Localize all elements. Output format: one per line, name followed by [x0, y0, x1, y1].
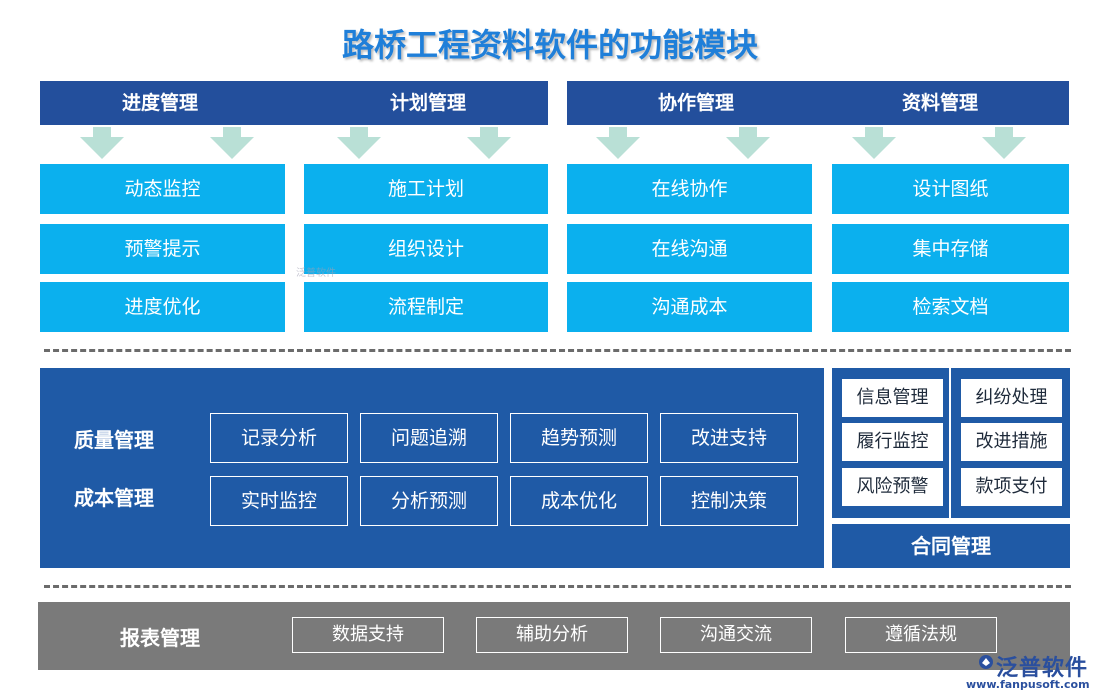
- contract-item: 信息管理: [842, 379, 943, 417]
- quality-item: 记录分析: [210, 413, 348, 463]
- down-arrow-icon: [982, 127, 1026, 159]
- cost-item: 成本优化: [510, 476, 648, 526]
- module-cell: 组织设计: [304, 224, 548, 274]
- contract-divider: [949, 368, 951, 518]
- header-document-management: 资料管理: [901, 92, 978, 114]
- cost-item: 分析预测: [360, 476, 498, 526]
- brand-watermark: 泛普软件: [996, 656, 1089, 681]
- contract-item: 风险预警: [842, 468, 943, 506]
- module-cell: 进度优化: [40, 282, 285, 332]
- module-cell: 设计图纸: [832, 164, 1069, 214]
- contract-item: 改进措施: [961, 423, 1062, 461]
- header-bar-right: [567, 81, 1069, 125]
- divider: [44, 349, 1071, 352]
- quality-label: 质量管理: [74, 428, 154, 452]
- module-cell: 沟通成本: [567, 282, 812, 332]
- module-cell: 集中存储: [832, 224, 1069, 274]
- module-cell: 预警提示: [40, 224, 285, 274]
- down-arrow-icon: [210, 127, 254, 159]
- page-title: 路桥工程资料软件的功能模块: [341, 26, 758, 64]
- report-item: 数据支持: [292, 617, 444, 653]
- down-arrow-icon: [337, 127, 381, 159]
- report-label: 报表管理: [120, 626, 200, 650]
- module-cell: 动态监控: [40, 164, 285, 214]
- quality-item: 问题追溯: [360, 413, 498, 463]
- down-arrow-icon: [467, 127, 511, 159]
- quality-cost-panel: [40, 368, 824, 568]
- module-cell: 施工计划: [304, 164, 548, 214]
- divider: [44, 585, 1071, 588]
- quality-item: 改进支持: [660, 413, 798, 463]
- contract-item: 纠纷处理: [961, 379, 1062, 417]
- report-bar: [38, 602, 1070, 670]
- brand-logo-icon: [979, 655, 993, 669]
- down-arrow-icon: [726, 127, 770, 159]
- report-item: 辅助分析: [476, 617, 628, 653]
- cost-item: 实时监控: [210, 476, 348, 526]
- report-item: 遵循法规: [845, 617, 997, 653]
- cost-item: 控制决策: [660, 476, 798, 526]
- module-cell: 在线协作: [567, 164, 812, 214]
- module-cell: 检索文档: [832, 282, 1069, 332]
- watermark-text: 泛普软件: [296, 268, 336, 279]
- module-cell: 流程制定: [304, 282, 548, 332]
- module-cell: 在线沟通: [567, 224, 812, 274]
- contract-item: 款项支付: [961, 468, 1062, 506]
- contract-item: 履行监控: [842, 423, 943, 461]
- header-progress-management: 进度管理: [121, 92, 198, 114]
- contract-label: 合同管理: [832, 524, 1070, 568]
- report-item: 沟通交流: [660, 617, 812, 653]
- down-arrow-icon: [80, 127, 124, 159]
- header-bar-left: [40, 81, 548, 125]
- header-plan-management: 计划管理: [389, 92, 466, 114]
- brand-url: www.fanpusoft.com: [966, 678, 1090, 691]
- header-collaboration-management: 协作管理: [657, 92, 734, 114]
- down-arrow-icon: [596, 127, 640, 159]
- down-arrow-icon: [852, 127, 896, 159]
- quality-item: 趋势预测: [510, 413, 648, 463]
- cost-label: 成本管理: [74, 486, 154, 510]
